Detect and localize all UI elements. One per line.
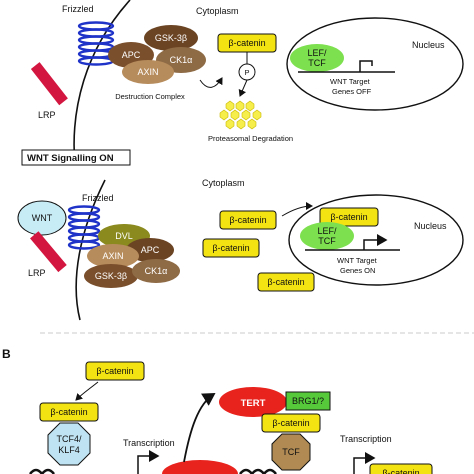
frizzled-label-top: Frizzled — [62, 4, 94, 14]
svg-text:β-catenin: β-catenin — [330, 212, 367, 222]
svg-text:AXIN: AXIN — [137, 67, 158, 77]
panel-a-top: Frizzled LRP Cytoplasm GSK-3β APC CK1α A… — [30, 0, 464, 166]
svg-text:β-catenin: β-catenin — [382, 468, 419, 474]
nucleus-label-top: Nucleus — [412, 40, 445, 50]
svg-text:β-catenin: β-catenin — [96, 366, 133, 376]
lrp-receptor-top — [30, 62, 68, 106]
beta-catenin-free-3 — [257, 272, 315, 292]
destruction-complex-label: Destruction Complex — [115, 92, 185, 101]
proteasomal-degradation-label: Proteasomal Degradation — [208, 134, 293, 143]
beta-catenin-b-3 — [261, 413, 321, 433]
svg-text:LEF/: LEF/ — [317, 226, 337, 236]
svg-text:LEF/: LEF/ — [307, 48, 327, 58]
beta-catenin-b-1 — [85, 361, 145, 381]
gene-on-arrow — [363, 234, 388, 250]
nucleus-top — [286, 17, 464, 111]
gene-off-symbol — [359, 60, 373, 72]
svg-text:GSK-3β: GSK-3β — [95, 271, 127, 281]
lef-tcf-top — [290, 44, 344, 72]
panel-a-bottom: WNT Signalling ON Frizzled WNT LRP Cytop… — [17, 149, 464, 321]
svg-text:β-catenin: β-catenin — [50, 407, 87, 417]
svg-text:Genes ON: Genes ON — [340, 266, 375, 275]
panel-b-label: B — [2, 347, 11, 361]
cell-membrane-bottom — [75, 179, 106, 321]
tert-protein — [219, 387, 287, 417]
svg-text:APC: APC — [122, 50, 141, 60]
frizzled-receptor-top — [77, 21, 115, 66]
svg-text:β-catenin: β-catenin — [228, 38, 265, 48]
svg-text:TCF: TCF — [282, 447, 300, 457]
beta-catenin-free-2 — [202, 238, 260, 258]
dna-strand-b — [29, 468, 277, 474]
svg-text:WNT Signalling ON: WNT Signalling ON — [27, 153, 114, 164]
phosphorylation-arrow — [199, 77, 223, 88]
svg-text:TCF4/: TCF4/ — [56, 434, 82, 444]
svg-text:GSK-3β: GSK-3β — [155, 33, 187, 43]
lef-tcf-bottom — [300, 222, 354, 250]
lrp-label-top: LRP — [38, 110, 56, 120]
tcf4-klf4-octagon — [47, 422, 91, 466]
svg-text:CK1α: CK1α — [145, 266, 168, 276]
translocation-arrow-b — [75, 381, 99, 401]
beta-catenin-b-4 — [369, 463, 433, 474]
destruction-complex-top: GSK-3β APC CK1α AXIN Destruction Complex — [108, 25, 206, 101]
svg-text:KLF4: KLF4 — [58, 445, 80, 455]
tcf-octagon-b — [271, 433, 311, 471]
frizzled-label-bottom: Frizzled — [82, 193, 114, 203]
cytoplasm-label-bottom: Cytoplasm — [202, 178, 245, 188]
tert-protein-b-red — [162, 460, 238, 474]
cell-membrane-top — [73, 0, 131, 166]
lrp-label-bottom: LRP — [28, 268, 46, 278]
svg-text:WNT Target: WNT Target — [330, 77, 371, 86]
svg-text:β-catenin: β-catenin — [212, 243, 249, 253]
wnt-ligand — [17, 200, 67, 236]
axin-protein-bottom — [87, 244, 139, 268]
brg1-box — [285, 391, 331, 411]
beta-catenin-nuclear — [319, 207, 379, 227]
axin-protein — [122, 60, 174, 84]
svg-text:APC: APC — [141, 245, 160, 255]
svg-text:TCF: TCF — [318, 236, 336, 246]
svg-text:AXIN: AXIN — [102, 251, 123, 261]
lrp-receptor-bottom — [30, 231, 67, 273]
transcription-arrow-1 — [137, 450, 160, 474]
ck1a-protein-bottom — [132, 259, 180, 283]
beta-catenin-b-2 — [39, 402, 99, 422]
svg-text:P: P — [244, 68, 249, 77]
gsk3b-protein-bottom — [84, 264, 138, 288]
svg-text:WNT: WNT — [32, 213, 53, 223]
svg-text:β-catenin: β-catenin — [229, 215, 266, 225]
gsk3b-protein — [144, 25, 198, 51]
transcription-label-2: Transcription — [340, 434, 392, 444]
svg-text:CK1α: CK1α — [170, 55, 193, 65]
svg-text:WNT Target: WNT Target — [337, 256, 378, 265]
frizzled-receptor-bottom — [67, 205, 101, 250]
transcription-label-1: Transcription — [123, 438, 175, 448]
feedback-arrow — [183, 393, 216, 463]
svg-text:β-catenin: β-catenin — [267, 277, 304, 287]
signalosome-complex: DVL APC AXIN GSK-3β CK1α — [84, 224, 180, 288]
svg-text:Genes OFF: Genes OFF — [332, 87, 372, 96]
svg-text:β-catenin: β-catenin — [272, 418, 309, 428]
panel-b: B β-catenin β-catenin TCF4/ KLF4 Transcr… — [2, 347, 433, 474]
proteasome-fragments — [219, 100, 262, 130]
wnt-signalling-on-box — [21, 149, 131, 166]
nucleus-label-bottom: Nucleus — [414, 221, 447, 231]
transcription-arrow-2 — [353, 452, 376, 474]
svg-text:BRG1/?: BRG1/? — [292, 396, 324, 406]
svg-text:DVL: DVL — [115, 231, 133, 241]
cytoplasm-label-top: Cytoplasm — [196, 6, 239, 16]
beta-catenin-free-1 — [219, 210, 277, 230]
svg-text:TCF: TCF — [308, 58, 326, 68]
nuclear-translocation-arrow — [281, 202, 313, 217]
svg-text:TERT: TERT — [241, 398, 266, 409]
